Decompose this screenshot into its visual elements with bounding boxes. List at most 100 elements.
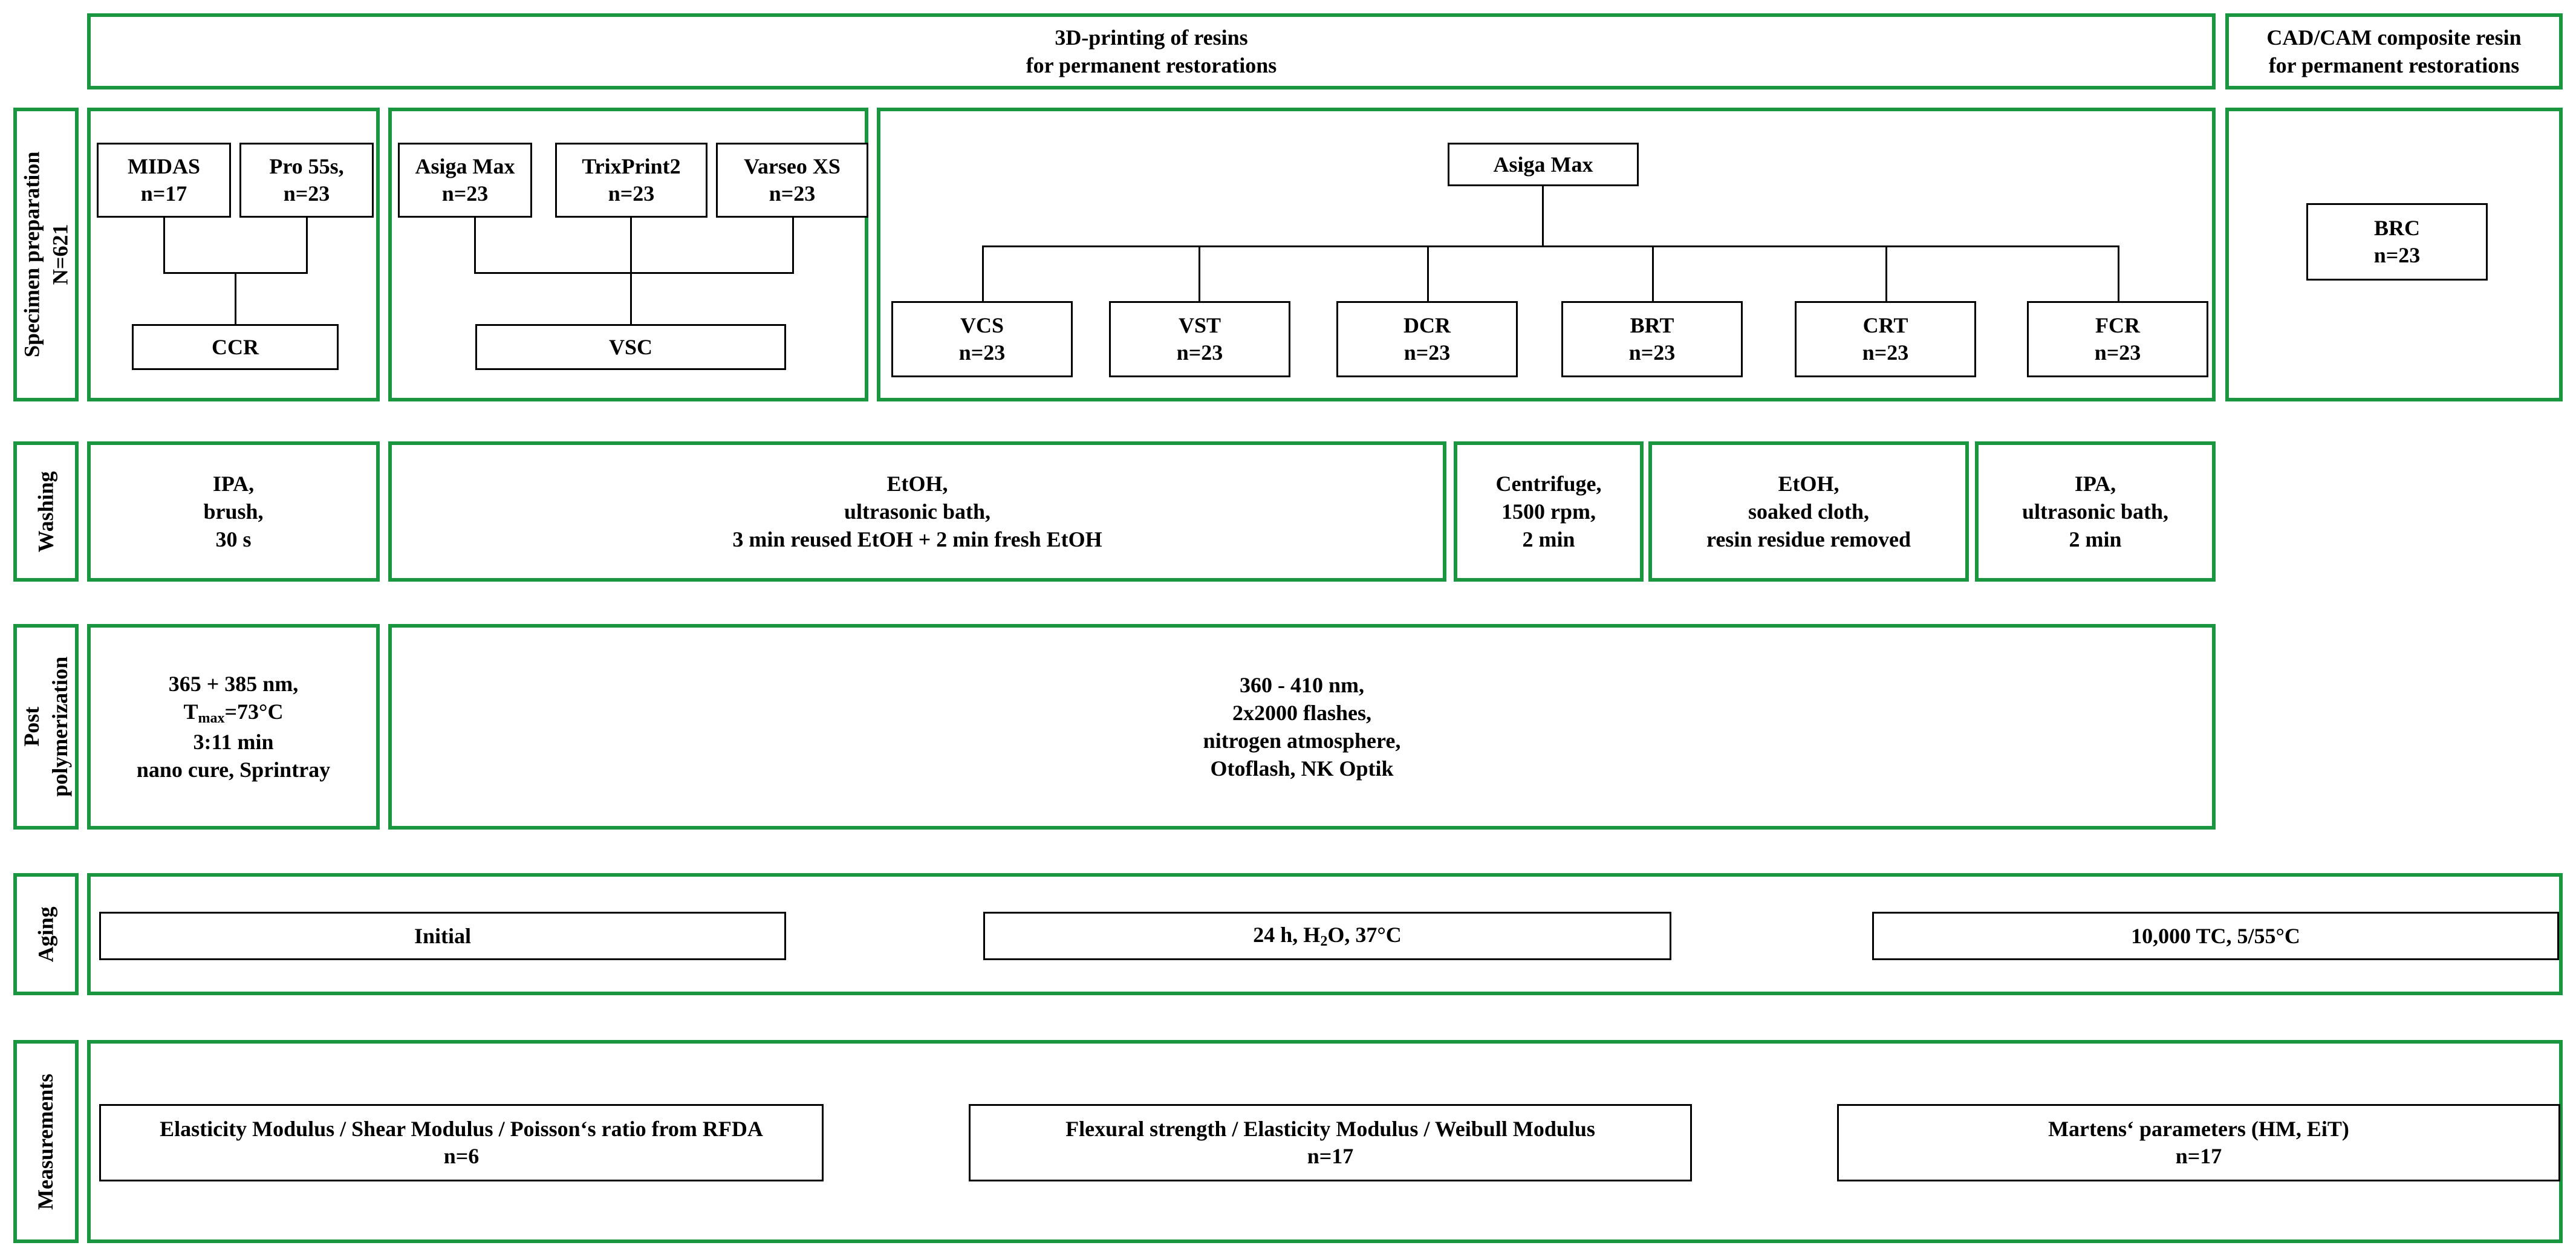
box-midas: MIDAS n=17 bbox=[97, 143, 231, 218]
group-ccr: MIDAS n=17 Pro 55s, n=23 CCR bbox=[87, 108, 380, 401]
connector bbox=[235, 272, 236, 325]
washing-w1-line: 30 s bbox=[215, 527, 252, 552]
washing-w2-line: ultrasonic bath, bbox=[844, 499, 991, 524]
brt-name: BRT bbox=[1630, 313, 1674, 337]
header-cadcam-line2: for permanent restorations bbox=[2268, 53, 2520, 77]
box-dcr: DCR n=23 bbox=[1336, 301, 1518, 377]
post-p2-line: nitrogen atmosphere, bbox=[1203, 729, 1401, 753]
midas-n: n=17 bbox=[140, 181, 187, 206]
midas-name: MIDAS bbox=[127, 154, 200, 178]
dcr-n: n=23 bbox=[1403, 340, 1451, 365]
post-p2-line: 360 - 410 nm, bbox=[1240, 672, 1364, 697]
connector bbox=[792, 218, 794, 273]
post-p1-max: max bbox=[198, 710, 225, 727]
washing-w2-line: EtOH, bbox=[886, 471, 948, 496]
row-label-post: Post polymerization bbox=[13, 624, 79, 830]
vcs-name: VCS bbox=[960, 313, 1004, 337]
box-crt: CRT n=23 bbox=[1795, 301, 1976, 377]
aging-water-post: O, 37°C bbox=[1327, 923, 1402, 947]
row-label-post-text1: Post bbox=[19, 707, 44, 747]
washing-w5-line: IPA, bbox=[2074, 471, 2116, 496]
varseo-n: n=23 bbox=[769, 181, 816, 206]
aging-water-sub: 2 bbox=[1320, 934, 1328, 949]
connector bbox=[474, 218, 476, 273]
connector bbox=[306, 218, 308, 273]
aging-initial: Initial bbox=[99, 912, 786, 960]
asiga1-n: n=23 bbox=[441, 181, 489, 206]
box-pro55s: Pro 55s, n=23 bbox=[239, 143, 374, 218]
crt-name: CRT bbox=[1862, 313, 1908, 337]
measurements-container: Elasticity Modulus / Shear Modulus / Poi… bbox=[87, 1040, 2563, 1243]
box-varseo-xs: Varseo XS n=23 bbox=[716, 143, 868, 218]
vst-name: VST bbox=[1178, 313, 1221, 337]
box-asiga-max-2: Asiga Max bbox=[1448, 143, 1639, 186]
trixprint-name: TrixPrint2 bbox=[582, 154, 681, 178]
measurement-martens: Martens‘ parameters (HM, EiT) n=17 bbox=[1837, 1104, 2560, 1181]
measurement-rfda: Elasticity Modulus / Shear Modulus / Poi… bbox=[99, 1104, 824, 1181]
post-p1-line: nano cure, Sprintray bbox=[136, 757, 331, 782]
row-label-post-text2: polymerization bbox=[48, 657, 72, 797]
measurement-flexural-text: Flexural strength / Elasticity Modulus /… bbox=[1065, 1117, 1595, 1141]
post-p2-line: 2x2000 flashes, bbox=[1232, 700, 1371, 725]
header-3d-printing: 3D-printing of resins for permanent rest… bbox=[87, 13, 2216, 89]
row-label-specimen-text: Specimen preparation bbox=[19, 151, 44, 358]
post-p1-line: 365 + 385 nm, bbox=[168, 672, 299, 697]
measurement-martens-text: Martens‘ parameters (HM, EiT) bbox=[2048, 1117, 2349, 1141]
brc-n: n=23 bbox=[2373, 243, 2421, 267]
washing-w4-line: resin residue removed bbox=[1706, 527, 1911, 552]
connector bbox=[163, 218, 165, 273]
washing-w4-line: soaked cloth, bbox=[1748, 499, 1870, 524]
post-p1-t: T bbox=[183, 700, 198, 724]
post-p1-temp: =73°C bbox=[224, 700, 284, 724]
post-p2-line: Otoflash, NK Optik bbox=[1210, 756, 1394, 781]
aging-initial-text: Initial bbox=[414, 923, 472, 948]
vst-n: n=23 bbox=[1176, 340, 1223, 365]
pro55s-n: n=23 bbox=[283, 181, 330, 206]
fcr-n: n=23 bbox=[2094, 340, 2141, 365]
washing-w4-line: EtOH, bbox=[1778, 471, 1839, 496]
connector bbox=[982, 245, 984, 304]
aging-water: 24 h, H2O, 37°C bbox=[983, 912, 1671, 960]
washing-ipa-ultrasonic: IPA, ultrasonic bath, 2 min bbox=[1975, 441, 2216, 582]
aging-tc-text: 10,000 TC, 5/55°C bbox=[2131, 923, 2300, 948]
header-3d-printing-line2: for permanent restorations bbox=[1026, 53, 1277, 77]
box-vst: VST n=23 bbox=[1109, 301, 1290, 377]
measurement-martens-n: n=17 bbox=[2175, 1144, 2222, 1168]
header-3d-printing-line1: 3D-printing of resins bbox=[1055, 25, 1248, 50]
washing-etoh-ultrasonic: EtOH, ultrasonic bath, 3 min reused EtOH… bbox=[388, 441, 1446, 582]
box-fcr: FCR n=23 bbox=[2027, 301, 2208, 377]
aging-water-pre: 24 h, H bbox=[1253, 923, 1321, 947]
post-otoflash: 360 - 410 nm, 2x2000 flashes, nitrogen a… bbox=[388, 624, 2216, 830]
measurement-rfda-text: Elasticity Modulus / Shear Modulus / Poi… bbox=[160, 1117, 763, 1141]
box-brt: BRT n=23 bbox=[1561, 301, 1743, 377]
aging-water-text: 24 h, H2O, 37°C bbox=[1253, 921, 1401, 950]
group-asiga-max: Asiga Max VCS n=23 VST n=23 DCR n=23 BRT… bbox=[877, 108, 2216, 401]
connector bbox=[2118, 245, 2119, 304]
post-p1-temperature: Tmax=73°C bbox=[184, 698, 284, 728]
header-cadcam-line1: CAD/CAM composite resin bbox=[2266, 25, 2522, 50]
post-nano-cure: 365 + 385 nm, Tmax=73°C 3:11 min nano cu… bbox=[87, 624, 380, 830]
varseo-name: Varseo XS bbox=[744, 154, 841, 178]
washing-etoh-cloth: EtOH, soaked cloth, resin residue remove… bbox=[1648, 441, 1969, 582]
washing-w5-line: 2 min bbox=[2069, 527, 2122, 552]
measurement-flexural: Flexural strength / Elasticity Modulus /… bbox=[969, 1104, 1692, 1181]
row-label-washing: Washing bbox=[13, 441, 79, 582]
washing-w1-line: brush, bbox=[203, 499, 264, 524]
group-vsc: Asiga Max n=23 TrixPrint2 n=23 Varseo XS… bbox=[388, 108, 868, 401]
washing-w1-line: IPA, bbox=[212, 471, 255, 496]
washing-w3-line: 2 min bbox=[1522, 527, 1575, 552]
measurement-rfda-n: n=6 bbox=[443, 1144, 480, 1168]
box-ccr: CCR bbox=[132, 324, 339, 370]
dcr-name: DCR bbox=[1403, 313, 1451, 337]
trixprint-n: n=23 bbox=[608, 181, 655, 206]
washing-w3-line: Centrifuge, bbox=[1495, 471, 1602, 496]
aging-thermocycling: 10,000 TC, 5/55°C bbox=[1872, 912, 2559, 960]
washing-ipa-brush: IPA, brush, 30 s bbox=[87, 441, 380, 582]
ccr-label: CCR bbox=[212, 334, 259, 359]
row-label-specimen-n: N=621 bbox=[48, 224, 72, 285]
pro55s-name: Pro 55s, bbox=[269, 154, 344, 178]
asiga1-name: Asiga Max bbox=[415, 154, 515, 178]
crt-n: n=23 bbox=[1862, 340, 1909, 365]
connector bbox=[1542, 186, 1544, 247]
group-brc: BRC n=23 bbox=[2225, 108, 2563, 401]
